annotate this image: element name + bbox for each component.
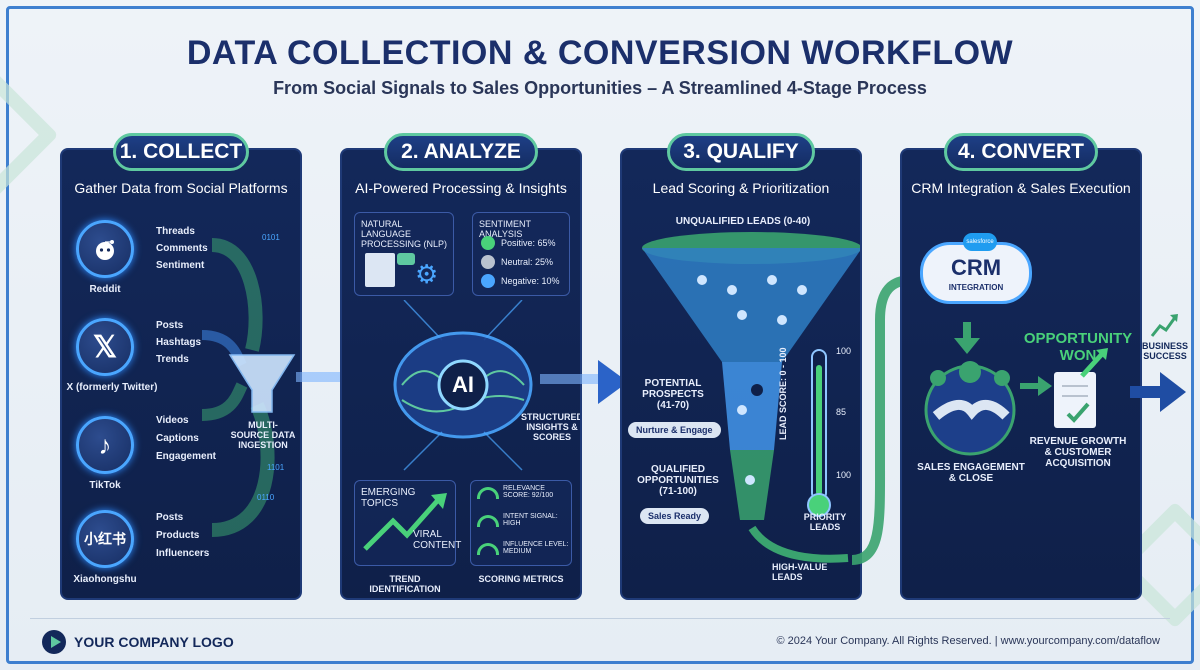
growth-chart-icon [1150,314,1178,337]
trend-box: EMERGING TOPICS VIRAL CONTENT [354,480,462,566]
lead-funnel-graphic [642,232,860,563]
negative-face-icon [481,274,495,288]
gauge-icon [477,543,499,555]
thermo-tick: 85 [836,407,847,417]
revenue-growth-label: REVENUE GROWTH & CUSTOMER ACQUISITION [1029,436,1127,469]
crm-title: CRM [950,255,1002,280]
stage-qualify-subtitle: Lead Scoring & Prioritization [652,180,830,196]
stage-collect-subtitle: Gather Data from Social Platforms [74,180,288,196]
stage-convert-panel: CRM Integration & Sales Execution salesf… [900,148,1142,600]
sentiment-box: SENTIMENT ANALYSIS Positive: 65% Neutral… [472,212,570,296]
svg-text:0110: 0110 [257,493,275,502]
platform-tiktok-item: Videos [156,415,189,426]
trend-line2: VIRAL CONTENT [413,529,462,551]
platform-xiaohongshu-name: Xiaohongshu [73,574,137,585]
opportunity-won-label: OPPORTUNITY WON [1023,330,1133,364]
stage-convert-title: 4. CONVERT [944,133,1098,171]
qualified-opportunities-label: QUALIFIED OPPORTUNITIES (71-100) [637,464,719,497]
sentiment-title: SENTIMENT ANALYSIS [479,219,531,239]
page-frame [6,6,1194,664]
nlp-label: NATURAL LANGUAGE PROCESSING (NLP) [361,219,448,249]
sales-ready-pill: Sales Ready [640,508,710,524]
ingestion-label: MULTI-SOURCE DATA INGESTION [230,420,296,450]
stage-qualify-panel: Lead Scoring & Prioritization UNQUALIFIE… [620,148,862,600]
sentiment-negative: Negative: 10% [501,276,560,286]
positive-face-icon [481,236,495,250]
reddit-icon [76,220,134,278]
scoring-box: RELEVANCE SCORE: 92/100 INTENT SIGNAL: H… [470,480,572,566]
stage-convert-subtitle: CRM Integration & Sales Execution [911,180,1131,196]
score-relevance: RELEVANCE SCORE: 92/100 [503,485,554,499]
ai-label: AI [452,372,474,397]
score-intent: INTENT SIGNAL: HIGH [503,513,558,527]
platform-reddit-item: Comments [156,243,208,254]
platform-xiaohongshu-item: Influencers [156,548,210,559]
platform-xiaohongshu-item: Products [156,530,200,541]
nurture-pill: Nurture & Engage [628,422,721,438]
stage-collect-title: 1. COLLECT [113,133,249,171]
tiktok-icon: ♪ [76,416,134,474]
thermo-tick: 100 [836,470,852,480]
stage-analyze-panel: AI-Powered Processing & Insights NATURAL… [340,148,582,600]
thermo-tick: 100 [836,346,852,356]
xiaohongshu-icon: 小红书 [76,510,134,568]
scoring-caption: SCORING METRICS [478,574,564,584]
high-value-label: HIGH-VALUE LEADS [772,562,828,582]
platform-x-name: X (formerly Twitter) [66,382,158,393]
trend-line1: EMERGING TOPICS [361,487,416,509]
platform-x-item: Hashtags [156,337,202,348]
lead-score-axis: LEAD SCORE: 0 - 100 [778,347,788,440]
unqualified-label: UNQUALIFIED LEADS (0-40) [675,216,811,227]
funnel-icon [228,354,296,413]
trend-caption: TREND IDENTIFICATION [369,574,441,594]
platform-reddit-name: Reddit [89,284,121,295]
neutral-face-icon [481,255,495,269]
platform-tiktok-item: Captions [156,433,199,444]
stage-analyze-title: 2. ANALYZE [384,133,538,171]
platform-tiktok-name: TikTok [89,480,121,491]
trend-up-icon [363,493,447,551]
gauge-icon [477,487,499,499]
svg-text:0101: 0101 [262,233,280,242]
svg-text:1101: 1101 [267,463,285,472]
platform-x-item: Trends [156,354,189,365]
crm-cloud-icon: salesforce CRM INTEGRATION [920,233,1032,304]
sentiment-positive: Positive: 65% [501,238,556,248]
priority-leads-label: PRIORITY LEADS [803,512,847,532]
convert-graphic [924,322,1108,456]
stage-analyze-subtitle: AI-Powered Processing & Insights [355,180,567,196]
footer-divider [30,618,1170,619]
stage-qualify-title: 3. QUALIFY [667,133,815,171]
company-logo[interactable]: YOUR COMPANY LOGO [42,630,234,654]
platform-reddit-item: Threads [156,226,195,237]
business-success-label: BUSINESS SUCCESS [1141,341,1188,361]
potential-prospects-label: POTENTIAL PROSPECTS (41-70) [642,378,704,411]
document-icon [365,253,395,287]
logo-mark-icon [42,630,66,654]
platform-reddit-item: Sentiment [156,260,205,271]
page-title: DATA COLLECTION & CONVERSION WORKFLOW [186,34,1014,72]
page-subtitle: From Social Signals to Sales Opportuniti… [273,78,927,98]
sentiment-neutral: Neutral: 25% [501,257,554,267]
structured-insights-label: STRUCTURED INSIGHTS & SCORES [521,412,582,442]
crm-brand: salesforce [963,233,997,251]
gear-icon: ⚙ [415,259,439,289]
flow-arrow-2 [540,360,628,404]
nlp-box: NATURAL LANGUAGE PROCESSING (NLP) ⚙ [354,212,454,296]
copyright-text: © 2024 Your Company. All Rights Reserved… [776,635,1160,647]
x-twitter-icon: 𝕏 [76,318,134,376]
platform-xiaohongshu-item: Posts [156,512,184,523]
stage-collect-panel: Gather Data from Social Platforms 0101 1… [60,148,302,600]
company-logo-text: YOUR COMPANY LOGO [74,634,234,650]
platform-x-item: Posts [156,320,184,331]
gauge-icon [477,515,499,527]
ai-brain-graphic [393,300,533,471]
platform-tiktok-item: Engagement [156,451,217,462]
chat-icon [397,253,415,265]
sales-engagement-label: SALES ENGAGEMENT & CLOSE [917,462,1025,484]
crm-subtitle: INTEGRATION [948,283,1004,292]
business-success-arrow [1130,372,1186,412]
collect-flow-graphic: 0101 1101 0110 [201,233,296,537]
score-influence: INFLUENCE LEVEL: MEDIUM [503,541,569,555]
